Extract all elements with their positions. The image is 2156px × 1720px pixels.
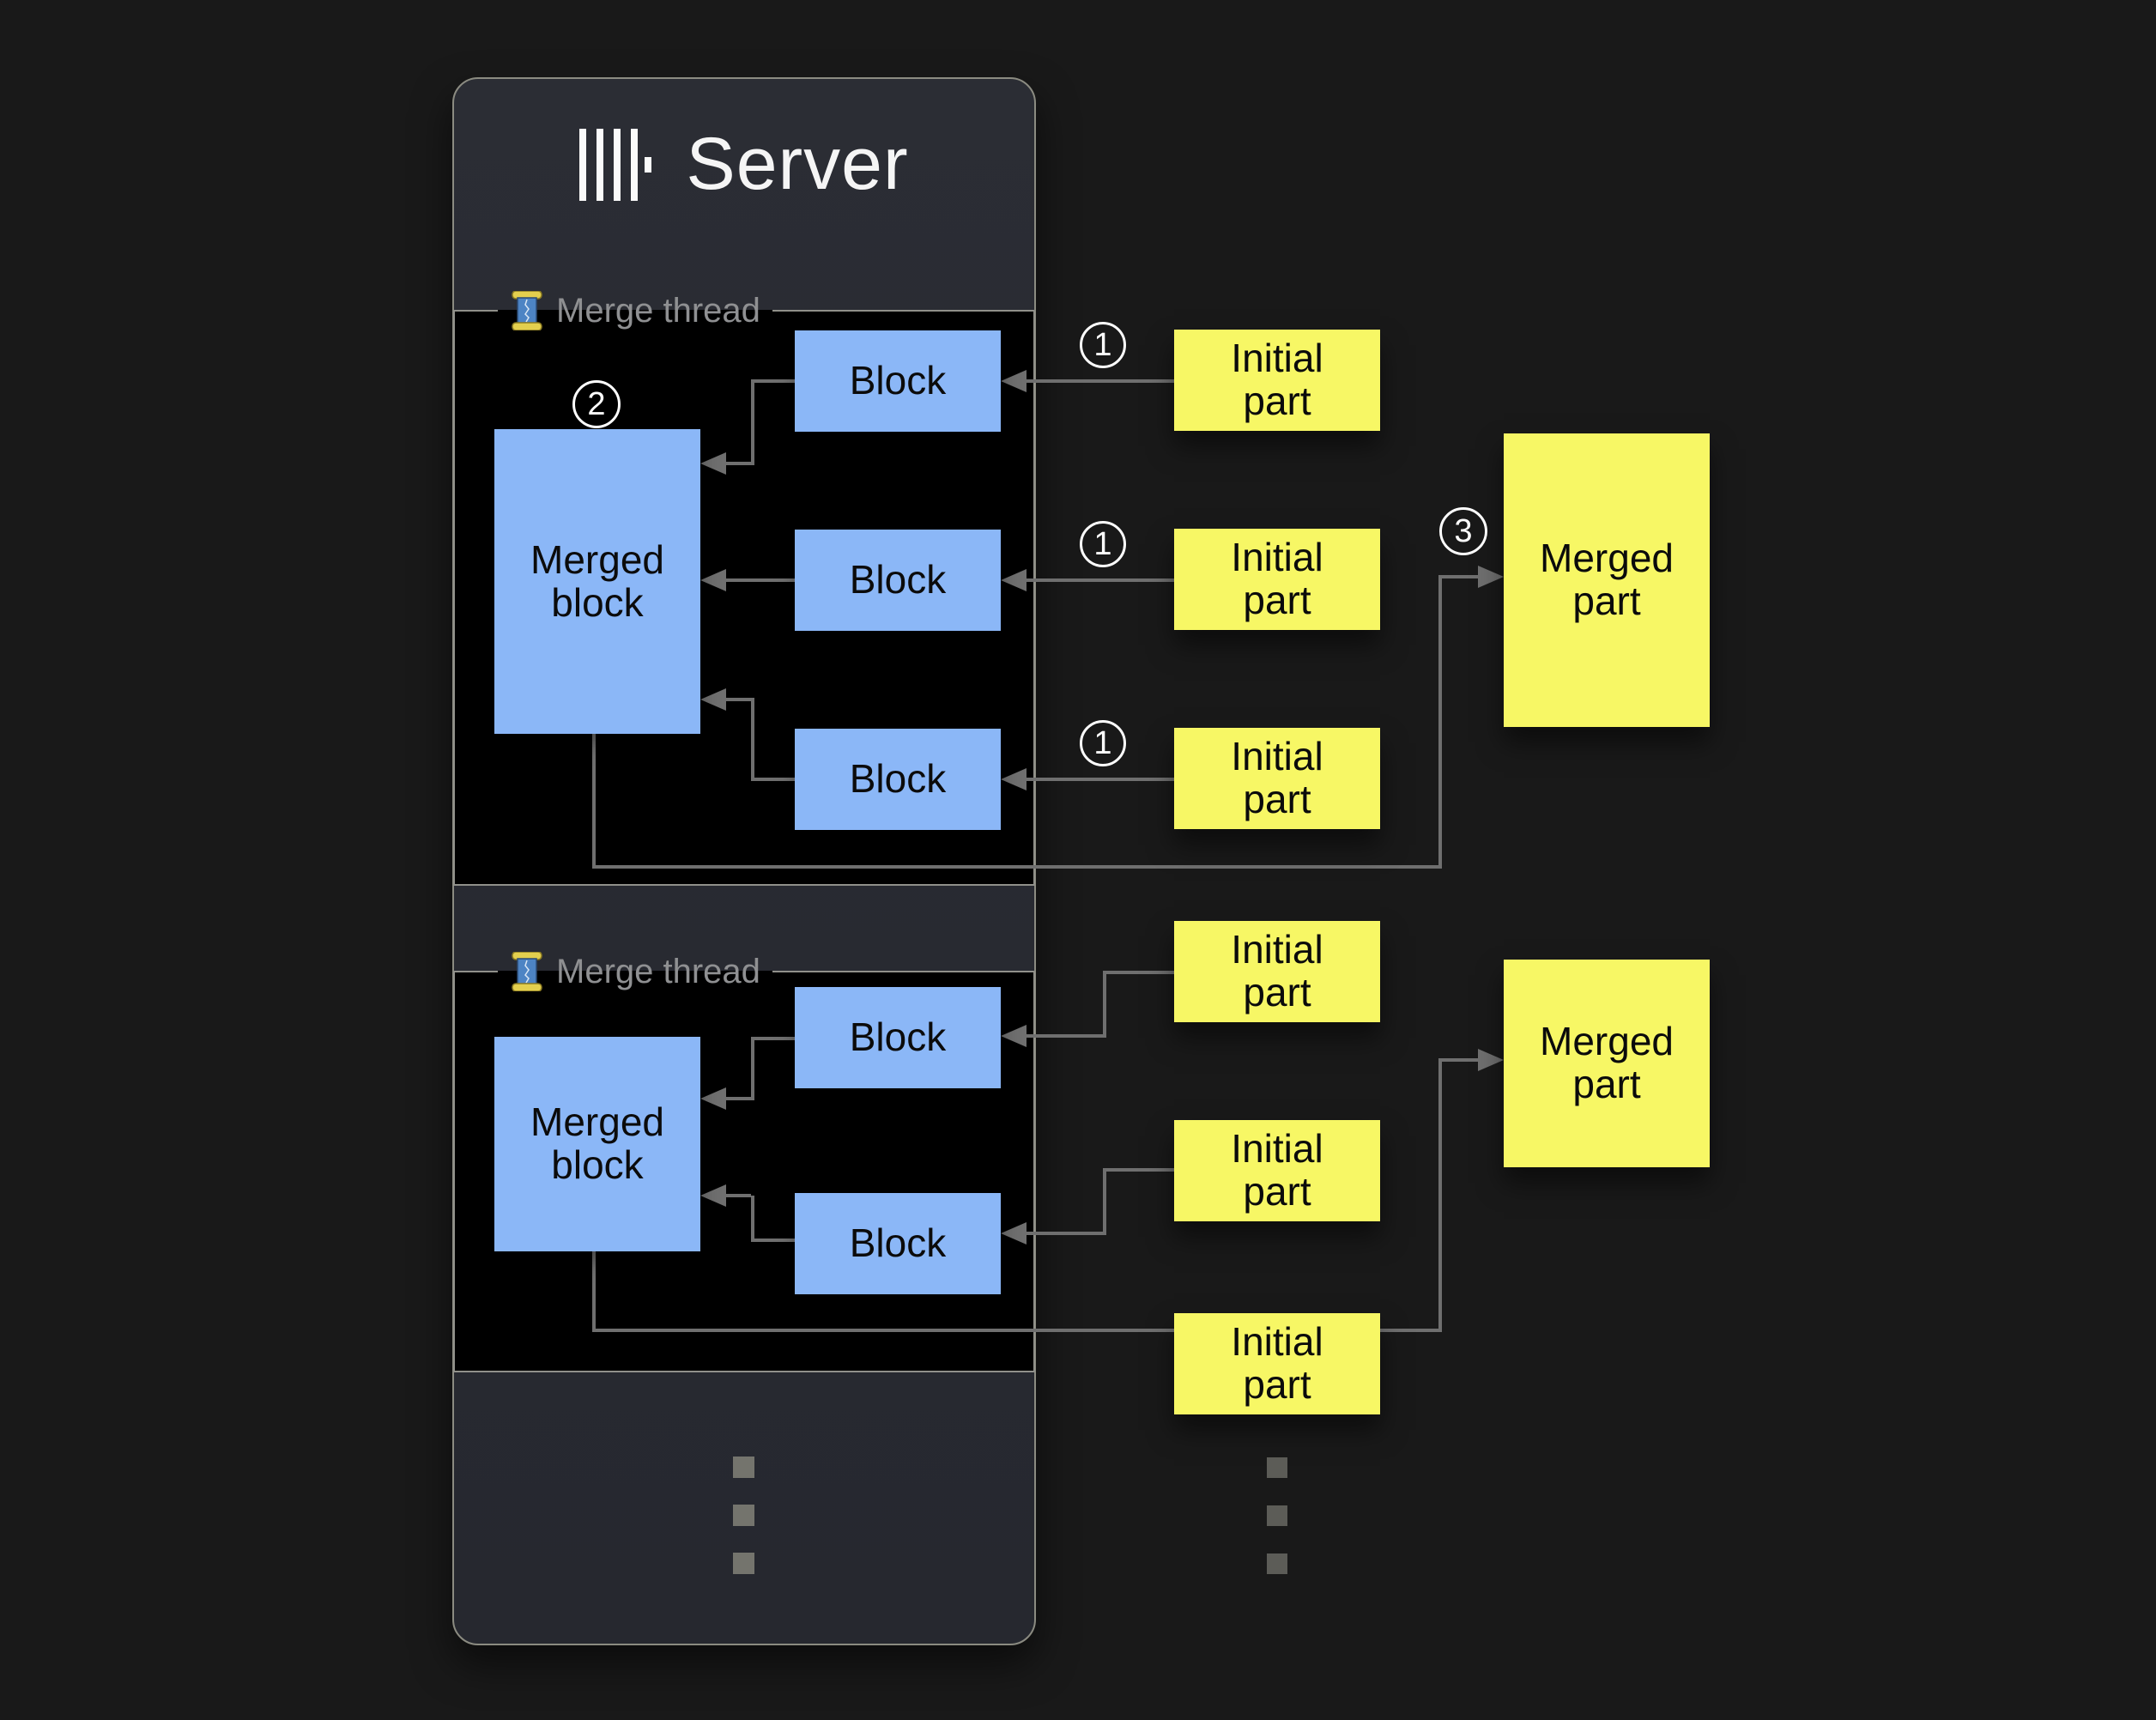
arrowhead-left <box>1001 370 1027 392</box>
block-5: Block <box>795 1193 1001 1294</box>
merge-thread-label: Merge thread <box>556 953 760 990</box>
block-label: Block <box>849 1014 947 1060</box>
step-marker-1: 1 <box>1080 521 1126 567</box>
connector-segment <box>751 698 754 781</box>
connector-segment <box>751 1037 754 1100</box>
connector-segment <box>726 1097 751 1100</box>
connector-segment <box>592 865 1442 869</box>
initial-part-label: Initial part <box>1231 1126 1323 1214</box>
arrowhead-left <box>1001 569 1027 591</box>
ellipsis-dot <box>1267 1505 1287 1526</box>
merge-thread-legend: Merge thread <box>498 291 772 330</box>
merged-part-label: Merged part <box>1540 536 1674 623</box>
initial-part-label: Initial part <box>1231 734 1323 821</box>
merged-block-label: Merged block <box>530 536 664 625</box>
connector-segment <box>751 778 795 781</box>
step-marker-1: 1 <box>1080 720 1126 766</box>
initial-part-label: Initial part <box>1231 336 1323 423</box>
arrowhead-left <box>1001 1222 1027 1245</box>
merged-block-2: Merged block <box>494 1037 700 1251</box>
arrowhead-left <box>700 1184 726 1207</box>
thread-spool-icon <box>512 952 542 991</box>
ellipsis-dot <box>733 1505 754 1526</box>
connector-segment <box>751 1239 795 1242</box>
initial-part-4: Initial part <box>1174 921 1380 1022</box>
block-1: Block <box>795 330 1001 432</box>
arrowhead-left <box>1001 768 1027 790</box>
block-label: Block <box>849 1220 947 1266</box>
connector-segment <box>1438 1058 1442 1332</box>
connector-segment <box>592 1251 596 1332</box>
arrowhead-left <box>700 569 726 591</box>
initial-part-3: Initial part <box>1174 728 1380 829</box>
initial-part-6: Initial part <box>1174 1313 1380 1414</box>
connector-segment <box>592 1329 1442 1332</box>
connector-segment <box>592 734 596 869</box>
arrowhead-left <box>1001 1025 1027 1047</box>
step-marker-1: 1 <box>1080 322 1126 368</box>
merge-thread-label: Merge thread <box>556 292 760 330</box>
ellipsis-dot <box>1267 1553 1287 1574</box>
connector-segment <box>751 1037 795 1040</box>
connector-segment <box>751 379 795 383</box>
merge-thread-legend: Merge thread <box>498 952 772 991</box>
connector-segment <box>726 1194 751 1197</box>
arrowhead-left <box>700 452 726 475</box>
ellipsis-dot <box>733 1457 754 1478</box>
merged-block-1: Merged block <box>494 429 700 734</box>
server-header: Server <box>454 79 1034 207</box>
step-marker-2: 2 <box>572 380 621 428</box>
connector-segment <box>726 578 795 582</box>
connector-segment <box>1106 971 1174 974</box>
initial-part-label: Initial part <box>1231 1319 1323 1407</box>
connector-segment <box>1438 575 1442 869</box>
step-marker-3: 3 <box>1439 507 1487 555</box>
block-label: Block <box>849 358 947 403</box>
merged-block-label: Merged block <box>530 1099 664 1187</box>
thread-spool-icon <box>512 291 542 330</box>
ellipsis-dot <box>1267 1457 1287 1478</box>
merged-part-label: Merged part <box>1540 1019 1674 1106</box>
connector-segment <box>1027 778 1174 781</box>
server-title: Server <box>686 123 909 205</box>
block-4: Block <box>795 987 1001 1088</box>
block-3: Block <box>795 729 1001 830</box>
block-2: Block <box>795 530 1001 631</box>
initial-part-label: Initial part <box>1231 535 1323 622</box>
initial-part-label: Initial part <box>1231 927 1323 1014</box>
arrowhead-left <box>700 1087 726 1110</box>
step-marker-number: 3 <box>1454 512 1473 549</box>
step-marker-number: 1 <box>1093 724 1112 761</box>
arrowhead-right <box>1478 566 1504 588</box>
merged-part-1: Merged part <box>1504 433 1710 727</box>
connector-segment <box>1106 1168 1174 1172</box>
step-marker-number: 1 <box>1093 525 1112 562</box>
connector-segment <box>1103 971 1106 1038</box>
connector-segment <box>751 1196 754 1242</box>
connector-segment <box>1438 1058 1478 1062</box>
connector-segment <box>1103 1168 1106 1235</box>
block-label: Block <box>849 557 947 603</box>
connector-segment <box>751 379 754 465</box>
connector-segment <box>1438 575 1478 578</box>
arrowhead-left <box>700 688 726 711</box>
connector-segment <box>1027 1034 1103 1038</box>
arrowhead-right <box>1478 1049 1504 1071</box>
step-marker-number: 1 <box>1093 326 1112 363</box>
ellipsis-dot <box>733 1553 754 1574</box>
clickhouse-logo-icon <box>579 128 652 201</box>
initial-part-5: Initial part <box>1174 1120 1380 1221</box>
connector-segment <box>726 698 751 701</box>
step-marker-number: 2 <box>587 385 606 422</box>
connector-segment <box>1027 1232 1103 1235</box>
merged-part-2: Merged part <box>1504 960 1710 1167</box>
initial-part-2: Initial part <box>1174 529 1380 630</box>
block-label: Block <box>849 756 947 802</box>
connector-segment <box>1027 578 1174 582</box>
connector-segment <box>1027 379 1174 383</box>
initial-part-1: Initial part <box>1174 330 1380 431</box>
connector-segment <box>726 462 751 465</box>
